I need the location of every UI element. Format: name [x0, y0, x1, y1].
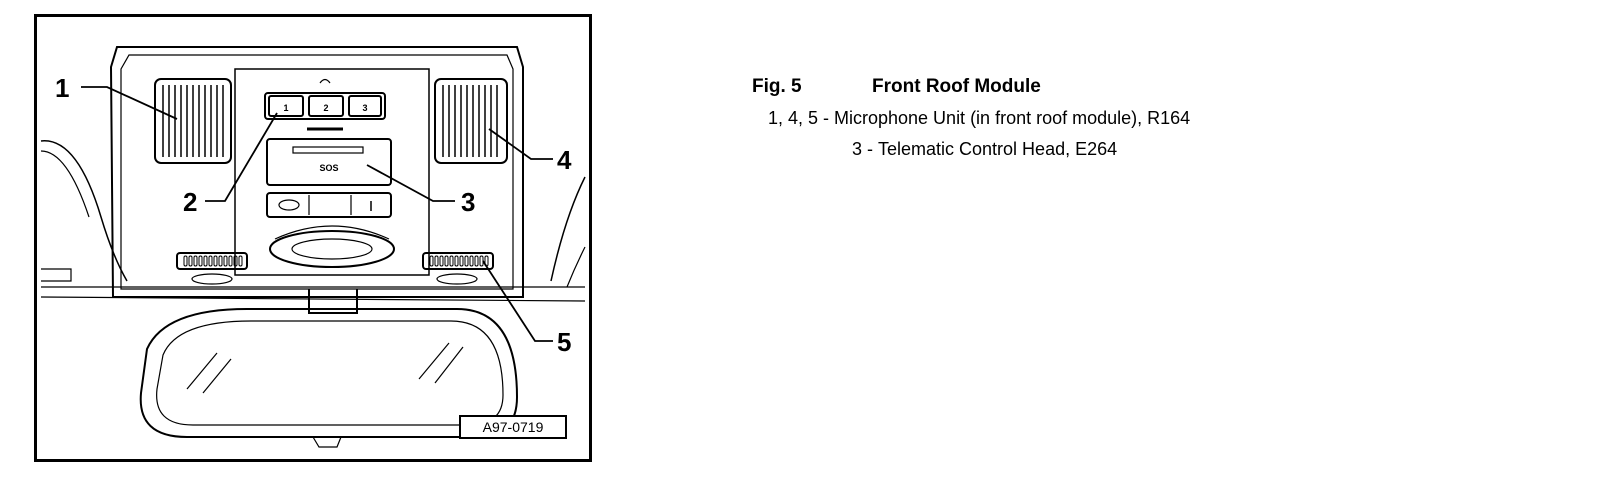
grille-slot [188, 255, 193, 267]
caption-heading: Fig. 5 Front Roof Module [752, 76, 1552, 98]
grille-slot [454, 255, 459, 267]
right-vent [434, 78, 508, 164]
top-symbol-icon [319, 78, 331, 84]
callout-2: 2 [183, 187, 198, 217]
grille-slot [238, 255, 243, 267]
callout-3: 3 [461, 187, 476, 217]
grille-slot [469, 255, 474, 267]
left-pillar [40, 140, 128, 282]
grille-slot [434, 255, 439, 267]
rear-view-mirror [139, 308, 519, 438]
grille-slot [449, 255, 454, 267]
grille-slot [444, 255, 449, 267]
callout-4: 4 [557, 145, 572, 175]
grille-slot [459, 255, 464, 267]
button-1 [268, 95, 304, 117]
sos-label: SOS [319, 163, 338, 173]
figure-caption: Fig. 5 Front Roof Module 1, 4, 5 - Micro… [752, 76, 1552, 160]
console-inner-edge [120, 54, 514, 290]
legend-item: 3 - Telematic Control Head, E264 [752, 139, 1552, 160]
leader-5 [482, 260, 553, 342]
grille-slot [429, 255, 434, 267]
button-label-3: 3 [362, 103, 367, 113]
left-vent [154, 78, 232, 164]
button-label-2: 2 [323, 103, 328, 113]
button-strip [264, 92, 386, 120]
mic-grille-right [422, 252, 494, 270]
callout-5: 5 [557, 327, 572, 357]
center-panel [234, 68, 430, 276]
grille-slot [474, 255, 479, 267]
legend-item: 1, 4, 5 - Microphone Unit (in front roof… [752, 108, 1552, 129]
grille-slot [208, 255, 213, 267]
leader-2 [205, 112, 278, 202]
leader-1 [81, 86, 178, 120]
figure-id-label: A97-0719 [459, 415, 567, 439]
grille-slot [218, 255, 223, 267]
legend-text: Telematic Control Head, E264 [878, 139, 1118, 159]
figure-title: Front Roof Module [872, 76, 1041, 97]
grille-slot [484, 255, 489, 267]
grille-slot [439, 255, 444, 267]
mic-grille-left [176, 252, 248, 270]
lower-buttons [266, 192, 392, 218]
leader-3 [366, 164, 455, 202]
light-lens [269, 230, 395, 268]
grille-slot [198, 255, 203, 267]
grille-slot [464, 255, 469, 267]
grille-slot [183, 255, 188, 267]
button-2 [308, 95, 344, 117]
grille-slot [228, 255, 233, 267]
figure-number: Fig. 5 [752, 76, 802, 97]
callout-1: 1 [55, 73, 70, 103]
sos-display [266, 138, 392, 186]
grille-slot [223, 255, 228, 267]
leader-4 [488, 128, 553, 160]
figure-illustration: 1 2 3 SOS 1 2 3 4 5 A97-0719 [34, 14, 592, 462]
grille-slot [193, 255, 198, 267]
button-label-1: 1 [283, 103, 288, 113]
right-pillar [550, 176, 586, 282]
legend-numbers: 3 [851, 139, 862, 159]
grille-slot [213, 255, 218, 267]
button-3 [348, 95, 382, 117]
mirror-stem [308, 289, 358, 314]
roof-module-drawing: 1 2 3 SOS [40, 46, 586, 448]
console-housing [109, 46, 524, 298]
grille-slot [479, 255, 484, 267]
legend-numbers: 1, 4, 5 [767, 108, 818, 128]
grille-slot [233, 255, 238, 267]
legend-text: Microphone Unit (in front roof module), … [834, 108, 1191, 128]
grille-slot [203, 255, 208, 267]
